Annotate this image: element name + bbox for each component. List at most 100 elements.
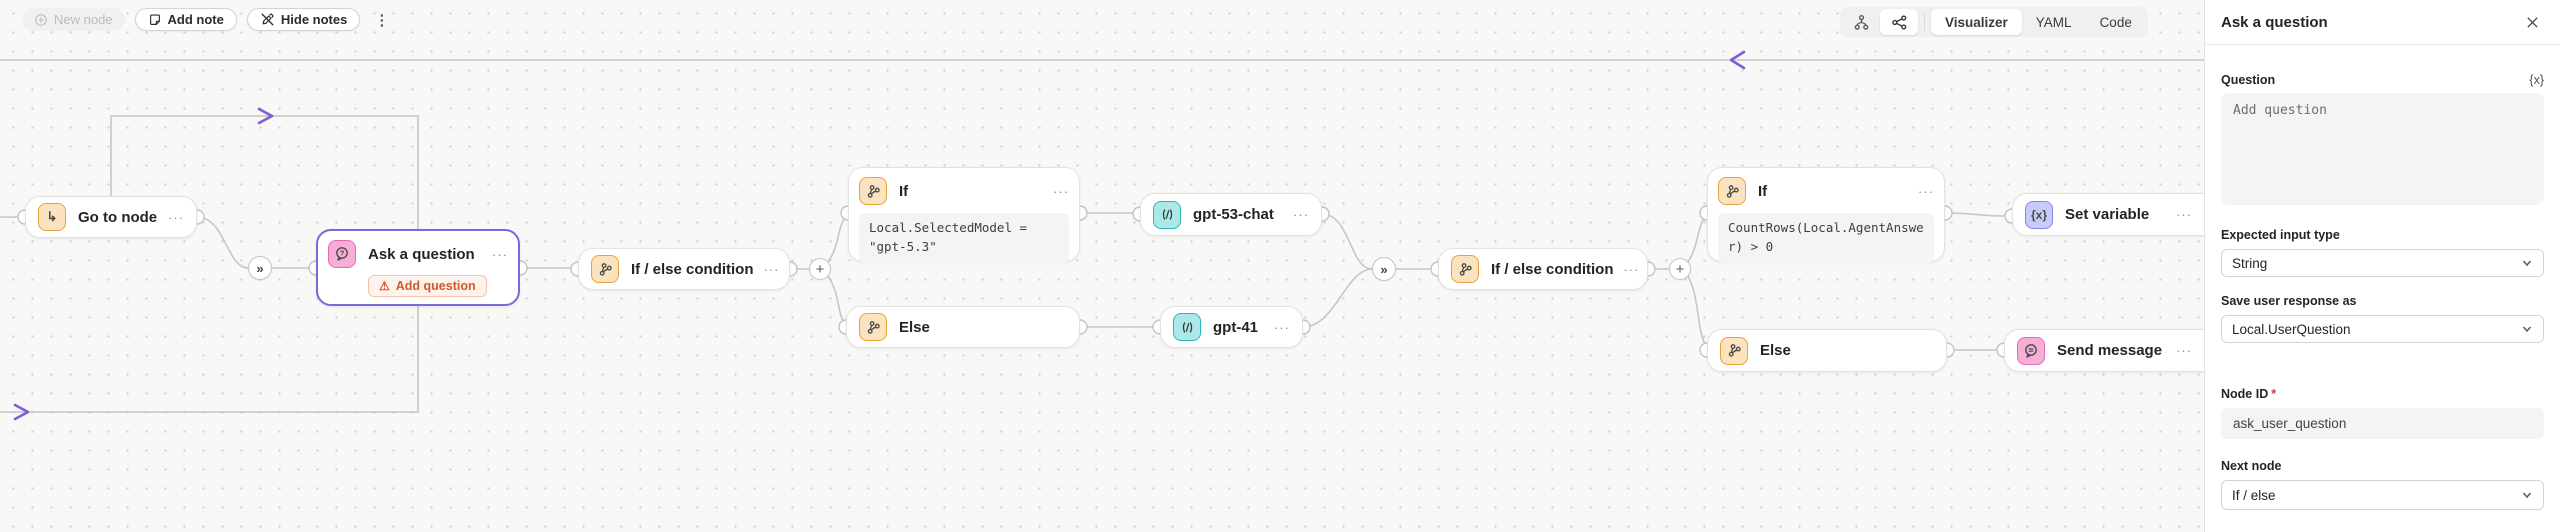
branch-icon: [1718, 177, 1746, 205]
divider: [1924, 13, 1925, 31]
more-options-icon[interactable]: ···: [1053, 183, 1069, 199]
set-variable-icon: {x}: [2025, 200, 2053, 229]
question-label: Question: [2221, 73, 2276, 87]
node-id-label: Node ID*: [2221, 387, 2277, 401]
node-label: Go to node: [78, 208, 158, 226]
merge-connector[interactable]: »: [1372, 257, 1396, 281]
graph-layout-button[interactable]: [1880, 9, 1918, 35]
graph-layout-icon: [1891, 14, 1906, 30]
prompt-code-icon: [1173, 313, 1201, 341]
save-response-label: Save user response as: [2221, 294, 2357, 308]
node-label: Send message: [2057, 342, 2163, 359]
insert-variable-button[interactable]: {x}: [2529, 73, 2544, 87]
node-gpt-53-chat[interactable]: gpt-53-chat ···: [1140, 193, 1322, 236]
node-properties-panel: Ask a question Question {x} Expected inp…: [2204, 0, 2560, 532]
expected-input-type-select[interactable]: String: [2221, 249, 2544, 277]
node-else-1[interactable]: Else: [846, 306, 1080, 348]
chevron-down-icon: [2522, 492, 2532, 499]
tab-code[interactable]: Code: [2099, 14, 2132, 30]
node-label: If / else condition: [1491, 260, 1614, 278]
edge-gpt53-merge2: [1321, 213, 1373, 270]
add-note-button[interactable]: Add note: [134, 8, 237, 31]
edge-plus1-else1: [827, 275, 847, 327]
next-node-select[interactable]: If / else: [2221, 480, 2544, 510]
node-label: If: [1758, 182, 1768, 200]
chevron-down-icon: [2522, 326, 2532, 333]
node-if-2[interactable]: If ··· CountRows(Local.AgentAnswer) > 0: [1707, 167, 1945, 263]
branch-icon: [859, 313, 887, 341]
node-gpt-41[interactable]: gpt-41 ···: [1160, 306, 1303, 348]
more-options-icon[interactable]: ···: [1918, 183, 1934, 199]
add-node-button[interactable]: +: [809, 258, 831, 280]
edge-plus2-if2: [1687, 213, 1708, 263]
node-set-variable[interactable]: {x} Set variable ···: [2012, 193, 2204, 236]
tree-layout-button[interactable]: [1842, 9, 1880, 35]
toolbar-more-menu[interactable]: ⋮: [374, 11, 390, 29]
more-options-icon[interactable]: ···: [1274, 319, 1290, 335]
node-send-message[interactable]: Send message ···: [2004, 329, 2204, 372]
more-options-icon[interactable]: ···: [2176, 343, 2192, 358]
condition-expression: Local.SelectedModel = "gpt-5.3": [859, 213, 1069, 263]
more-options-icon[interactable]: ···: [1623, 261, 1640, 277]
edge-plus2-else2: [1687, 275, 1708, 349]
save-response-select[interactable]: Local.UserQuestion: [2221, 315, 2544, 343]
branch-icon: [859, 177, 887, 205]
node-else-2[interactable]: Else: [1707, 329, 1947, 372]
node-id-input[interactable]: ask_user_question: [2221, 408, 2544, 439]
panel-title: Ask a question: [2221, 13, 2328, 31]
warning-icon: ⚠: [379, 279, 390, 293]
node-label: gpt-53-chat: [1193, 206, 1274, 223]
tab-yaml[interactable]: YAML: [2035, 14, 2072, 30]
node-label: If / else condition: [631, 260, 754, 278]
branch-icon: [1451, 255, 1479, 283]
more-options-icon[interactable]: ···: [2176, 207, 2192, 222]
view-switcher: Visualizer YAML Code: [1840, 7, 2148, 37]
question-bubble-icon: ?: [328, 240, 356, 268]
svg-text:?: ?: [340, 249, 345, 258]
validation-warning-chip: ⚠ Add question: [368, 275, 487, 297]
node-go-to[interactable]: ↳ Go to node ···: [25, 196, 197, 238]
flow-chevron-top: [257, 107, 274, 125]
new-node-button[interactable]: New node: [22, 8, 125, 31]
node-if-1[interactable]: If ··· Local.SelectedModel = "gpt-5.3": [848, 167, 1080, 263]
node-if-else-condition-1[interactable]: If / else condition ···: [578, 248, 790, 290]
add-node-button[interactable]: +: [1669, 258, 1691, 280]
more-options-icon[interactable]: ···: [492, 246, 508, 262]
node-label: If: [899, 182, 909, 200]
required-asterisk: *: [2271, 387, 2277, 401]
condition-expression: CountRows(Local.AgentAnswer) > 0: [1718, 213, 1934, 263]
node-if-else-condition-2[interactable]: If / else condition ···: [1438, 248, 1648, 290]
flow-chevron-bottom: [13, 403, 30, 421]
more-options-icon[interactable]: ···: [168, 209, 184, 225]
edge-plus1-if1: [827, 213, 849, 263]
send-message-icon: [2017, 336, 2045, 365]
edge-if2-setvar: [1944, 212, 2007, 217]
canvas-toolbar: New node Add note Hide notes ⋮: [22, 8, 393, 31]
flow-canvas[interactable]: » » + + ↳ Go to node ··· ? Ask a questio…: [0, 0, 2204, 532]
branch-icon: [1720, 336, 1748, 365]
tree-layout-icon: [1854, 14, 1868, 30]
more-options-icon[interactable]: ···: [763, 261, 780, 277]
close-icon[interactable]: [2521, 11, 2544, 34]
edge-goto-merge: [196, 216, 249, 269]
hide-notes-icon: [261, 13, 274, 26]
more-options-icon[interactable]: ···: [1293, 207, 1309, 222]
question-input[interactable]: [2221, 93, 2544, 205]
chevron-down-icon: [2522, 260, 2532, 267]
node-label: Else: [899, 318, 930, 336]
expected-input-type-label: Expected input type: [2221, 228, 2340, 242]
next-node-label: Next node: [2221, 459, 2282, 473]
merge-connector[interactable]: »: [248, 256, 272, 280]
node-label: Else: [1760, 342, 1791, 359]
goto-icon: ↳: [38, 203, 66, 231]
flow-chevron-left: [1729, 50, 1746, 70]
tab-visualizer[interactable]: Visualizer: [1931, 9, 2022, 35]
hide-notes-button[interactable]: Hide notes: [246, 8, 361, 31]
plus-circle-icon: [35, 13, 47, 26]
edge-gpt41-merge2: [1302, 268, 1373, 328]
node-label: gpt-41: [1213, 318, 1258, 336]
branch-icon: [591, 255, 619, 283]
prompt-code-icon: [1153, 200, 1181, 229]
node-ask-question[interactable]: ? Ask a question ··· ⚠ Add question: [316, 229, 520, 306]
node-label: Ask a question: [368, 245, 475, 263]
